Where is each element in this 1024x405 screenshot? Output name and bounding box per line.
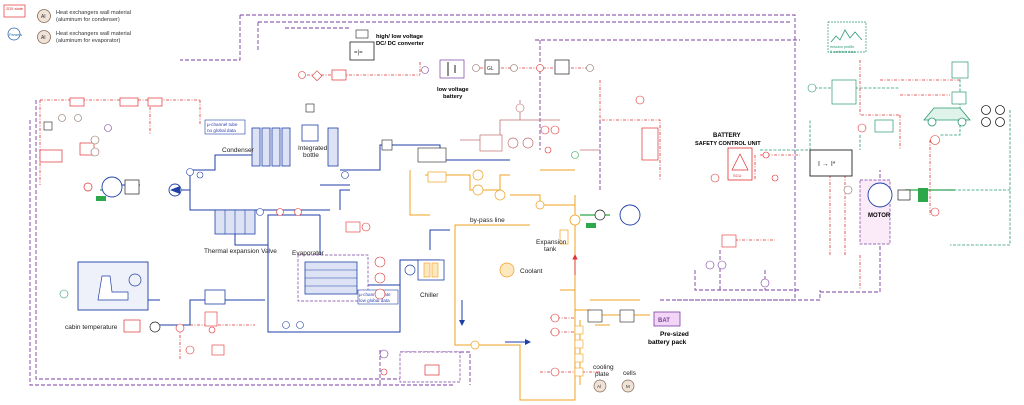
compressor-gear[interactable] xyxy=(124,179,140,195)
bottle-label-line1: Integrated xyxy=(298,145,328,152)
expansion-tank-line1: Expansion xyxy=(536,239,567,246)
condenser-wall-line1: Heat exchangers wall material xyxy=(56,10,131,16)
car-icon[interactable] xyxy=(923,107,971,121)
hvac-controls-left[interactable] xyxy=(39,97,163,163)
thermal-expansion-valve[interactable]: Thermal expansion Valve xyxy=(204,209,277,255)
electric-motor[interactable]: MOTOR xyxy=(843,179,940,245)
bypass-label: by-pass line xyxy=(470,217,505,224)
expansion-tank-line2: tank xyxy=(544,246,557,253)
legend: 2D5 state Params Al Heat exchangers wall… xyxy=(3,4,131,44)
mission-profile-line1: mission profile xyxy=(830,45,854,49)
evaporator-wall-material-icon[interactable] xyxy=(37,30,51,44)
condenser-note-line2: no global data xyxy=(207,128,236,133)
bscu-line1: BATTERY xyxy=(713,133,741,139)
refrigerant-sensors[interactable] xyxy=(186,139,393,329)
bat-label: BAT xyxy=(658,318,670,324)
svg-text:GL: GL xyxy=(487,66,494,72)
motor-label: MOTOR xyxy=(868,213,891,219)
condenser[interactable]: µ-channel tube no global data Condenser xyxy=(204,119,291,167)
evaporator-note-line2: low global data xyxy=(359,298,390,303)
dcdc-converter[interactable]: =|= high/ low voltage DC/ DC converter xyxy=(349,29,425,61)
cooling-plate-al-icon[interactable] xyxy=(593,379,607,393)
params-icon[interactable] xyxy=(7,27,21,41)
evaporator-wall-line2: (aluminum for evaporator) xyxy=(56,38,120,44)
svg-text:M: M xyxy=(626,384,630,389)
bottle-label-line2: bottle xyxy=(303,152,319,159)
condenser-note-line1: µ-channel tube xyxy=(207,122,238,127)
lv-battery-line1: low voltage xyxy=(437,87,469,93)
inverter[interactable]: I → I* xyxy=(809,149,853,177)
cooling-plate-line2: plate xyxy=(595,371,609,378)
bscu-line2: SAFETY CONTROL UNIT xyxy=(695,141,761,147)
inverter-label: I → I* xyxy=(818,161,836,168)
sim-state-box[interactable] xyxy=(3,4,26,18)
coolant-pump[interactable] xyxy=(569,95,659,228)
compressor-drive[interactable] xyxy=(83,176,182,201)
condenser-note xyxy=(204,119,246,135)
cooling-plate-manifold[interactable]: Al M cooling plate cells xyxy=(550,309,637,393)
cooling-plate-al: Al xyxy=(597,384,601,389)
battery-heater-group[interactable] xyxy=(479,103,579,159)
coolant-label: Coolant xyxy=(520,268,543,275)
low-voltage-battery[interactable]: low voltage battery xyxy=(437,59,469,100)
coolant-medium-icon[interactable] xyxy=(499,262,515,278)
battery-pack[interactable]: BAT Pre-sized battery pack xyxy=(648,311,689,346)
condenser-wall-line2: (aluminum for condenser) xyxy=(56,17,120,23)
expansion-tank[interactable]: Expansion tank Coolant xyxy=(499,229,578,278)
dcdc-label-line1: high/ low voltage xyxy=(376,34,424,40)
cabin-temperature-label: cabin temperature xyxy=(65,324,118,331)
dcdc-label-line2: DC/ DC converter xyxy=(376,41,425,47)
evaporator[interactable]: Evaporator µ-channel plate low global da… xyxy=(292,221,399,305)
mission-profile-line2: & ambient data xyxy=(830,50,856,54)
lv-battery-line2: battery xyxy=(443,94,463,100)
chiller[interactable]: Chiller xyxy=(404,259,445,299)
condenser-label: Condenser xyxy=(222,147,255,154)
cells-label: cells xyxy=(623,370,637,377)
cooling-plate-line1: cooling xyxy=(593,364,614,371)
battery-pack-line2: battery pack xyxy=(648,339,687,346)
compressor-motor-icon[interactable] xyxy=(101,176,123,198)
vehicle-model[interactable]: mission profile & ambient data xyxy=(807,21,1005,145)
cells-icon[interactable] xyxy=(621,379,635,393)
cabin-heater[interactable] xyxy=(379,340,480,383)
chiller-label: Chiller xyxy=(420,292,439,299)
cabin[interactable]: cabin temperature xyxy=(59,261,226,356)
params-label: Params xyxy=(9,33,22,37)
evaporator-label: Evaporator xyxy=(292,250,325,257)
evaporator-wall-al: Al xyxy=(41,35,45,41)
condenser-wall-material-icon[interactable] xyxy=(37,9,51,23)
battery-pack-line1: Pre-sized xyxy=(660,331,689,338)
condenser-wall-al: Al xyxy=(41,14,45,20)
integrated-bottle[interactable]: Integrated bottle xyxy=(298,103,339,167)
svg-text:=|=: =|= xyxy=(354,50,363,56)
dcdc-block[interactable] xyxy=(349,41,375,61)
top-control-chain[interactable]: GL xyxy=(298,59,594,82)
compressor-sensor-icon[interactable] xyxy=(83,182,93,192)
coolant-bypass[interactable]: by-pass line xyxy=(417,147,545,224)
txv-label: Thermal expansion Valve xyxy=(204,248,277,255)
scu-label: SCU xyxy=(733,173,742,178)
evaporator-wall-line1: Heat exchangers wall material xyxy=(56,31,131,37)
sim-state-label: 2D5 state xyxy=(6,6,24,11)
battery-safety-control-unit[interactable]: SCU BATTERY SAFETY CONTROL UNIT xyxy=(695,133,779,288)
